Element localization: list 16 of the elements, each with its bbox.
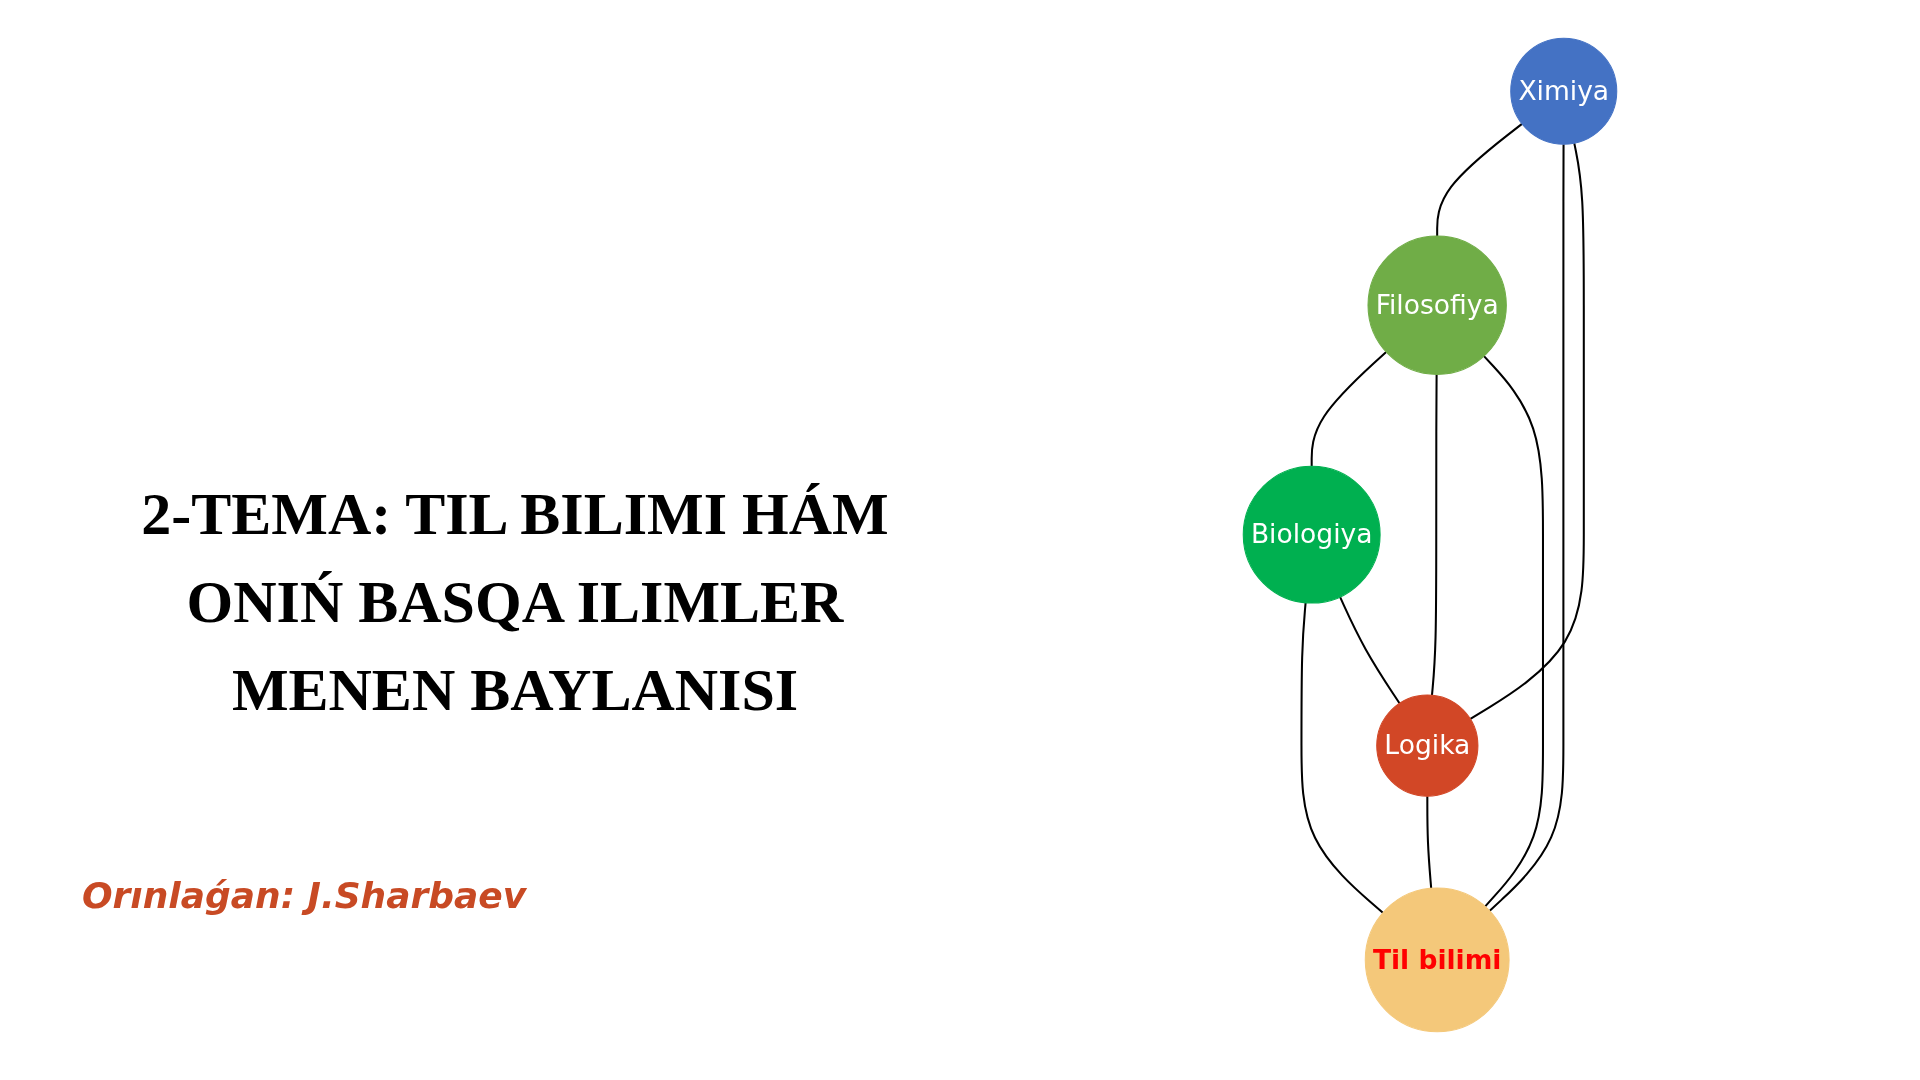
connector xyxy=(1436,123,1523,236)
topic-circle: Logika xyxy=(1376,694,1479,797)
author-credit: Orınlaǵan: J.Sharbaev xyxy=(82,875,527,916)
slide-title: 2-TEMA: TIL BILIMI HÁM ONIŃ BASQA ILIMLER MENEN BAYLANISI xyxy=(140,480,890,725)
connector xyxy=(1300,602,1384,914)
connector xyxy=(1489,144,1565,912)
topic-circle: Filosofiya xyxy=(1367,235,1507,375)
topic-circle: Til bilimi xyxy=(1364,887,1510,1033)
topic-circle: Biologiya xyxy=(1242,465,1381,604)
connector xyxy=(1430,374,1438,696)
connector xyxy=(1469,142,1585,720)
connector xyxy=(1483,355,1544,908)
topic-circle: Ximiya xyxy=(1510,37,1618,145)
connector xyxy=(1339,596,1401,704)
connector xyxy=(1310,351,1387,467)
connector xyxy=(1426,796,1433,889)
